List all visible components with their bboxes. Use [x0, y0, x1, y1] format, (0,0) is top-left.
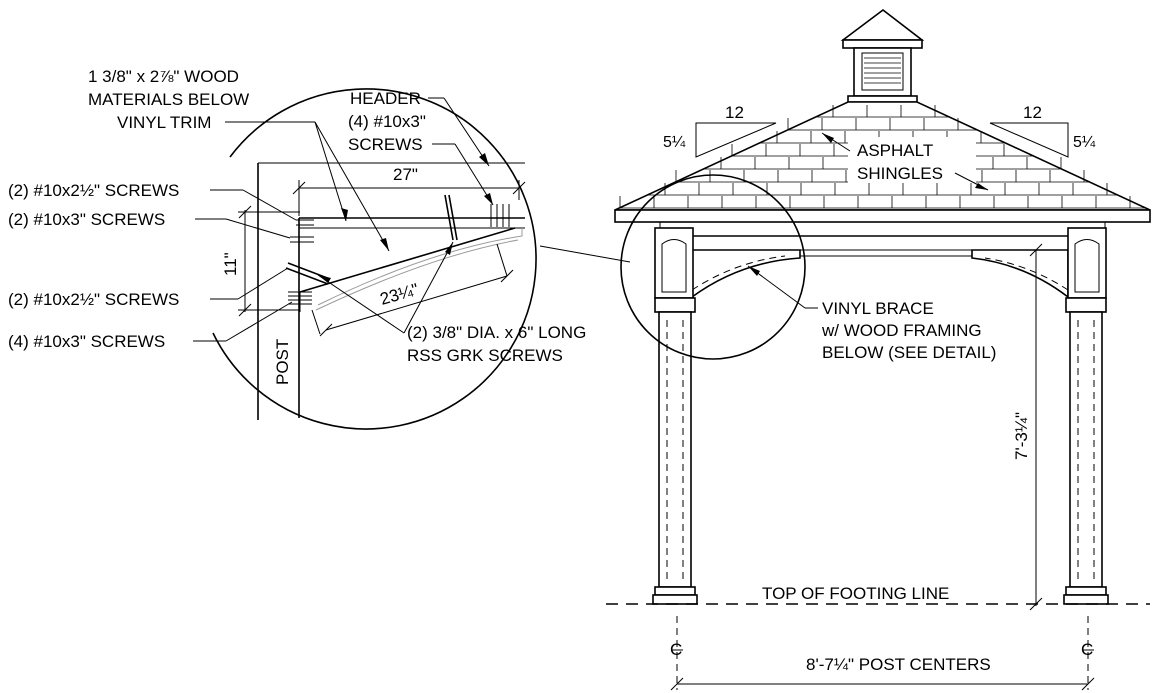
cupola	[840, 8, 925, 103]
shingles-callout: ASPHALT SHINGLES	[821, 132, 989, 191]
detail-callout-line	[539, 245, 631, 263]
post-centers-dim: 8'-7¼" POST CENTERS	[670, 655, 1095, 691]
braces	[691, 249, 1069, 299]
footing-line: TOP OF FOOTING LINE	[606, 584, 1150, 605]
centerlines: C C	[670, 616, 1094, 690]
pitch-left: 12 5¼	[663, 103, 777, 158]
grk-label-2: RSS GRK SCREWS	[407, 346, 563, 365]
brace-label-3: BELOW (SEE DETAIL)	[822, 343, 996, 362]
screw-marks	[288, 204, 510, 305]
shingles-label-2: SHINGLES	[857, 164, 943, 183]
pitch-left-rise: 5¼	[663, 134, 686, 151]
brace	[299, 227, 523, 312]
dim-27-text: 27"	[393, 165, 418, 184]
pitch-right: 12 5¼	[989, 103, 1096, 158]
left-column	[652, 227, 698, 605]
post-centers-text: 8'-7¼" POST CENTERS	[806, 655, 991, 674]
screws4-label-1: (4) #10x3"	[348, 112, 426, 131]
dim-11: 11"	[221, 205, 300, 317]
header-label: HEADER	[350, 89, 421, 108]
pitch-left-run: 12	[725, 103, 744, 122]
grk-label-1: (2) 3/8" DIA. x 6" LONG	[407, 323, 586, 342]
brace-label-1: VINYL BRACE	[822, 299, 934, 318]
brace-label-2: w/ WOOD FRAMING	[821, 321, 982, 340]
wood-label-3: VINYL TRIM	[117, 113, 211, 132]
elevation-detail-circle	[620, 174, 806, 360]
dim-11-text: 11"	[221, 252, 240, 276]
screws-b-label: (2) #10x3" SCREWS	[8, 210, 165, 229]
shingles-label-1: ASPHALT	[857, 141, 933, 160]
detail-circle	[212, 88, 537, 430]
screws4-label-2: SCREWS	[348, 135, 423, 154]
height-dim-text: 7'-3¼"	[1012, 412, 1031, 460]
right-column	[1063, 227, 1109, 605]
brace-callout: VINYL BRACE w/ WOOD FRAMING BELOW (SEE D…	[747, 265, 996, 362]
post	[257, 162, 525, 420]
pitch-right-rise: 5¼	[1073, 134, 1096, 151]
elevation-view: 12 5¼ 12 5¼ ASPHALT SHINGLES	[606, 8, 1151, 691]
height-dim: 7'-3¼"	[1012, 243, 1043, 611]
screws-c-label: (2) #10x2½" SCREWS	[8, 290, 179, 309]
dim-27: 27"	[292, 165, 526, 216]
wood-label-1: 1 3/8" x 2⅞" WOOD	[88, 67, 239, 86]
screws-d-label: (4) #10x3" SCREWS	[8, 332, 165, 351]
footing-label: TOP OF FOOTING LINE	[762, 584, 949, 603]
post-label: POST	[273, 339, 292, 385]
header-beam	[299, 217, 525, 229]
dim-23-text: 23¼"	[378, 280, 421, 309]
pitch-right-run: 12	[1023, 103, 1042, 122]
wood-label-2: MATERIALS BELOW	[88, 90, 249, 109]
screws-a-label: (2) #10x2½" SCREWS	[8, 181, 179, 200]
detail-view: 27" 11" 23¼" POST 1 3/8" x 2⅞" WOOD MATE…	[8, 67, 631, 430]
